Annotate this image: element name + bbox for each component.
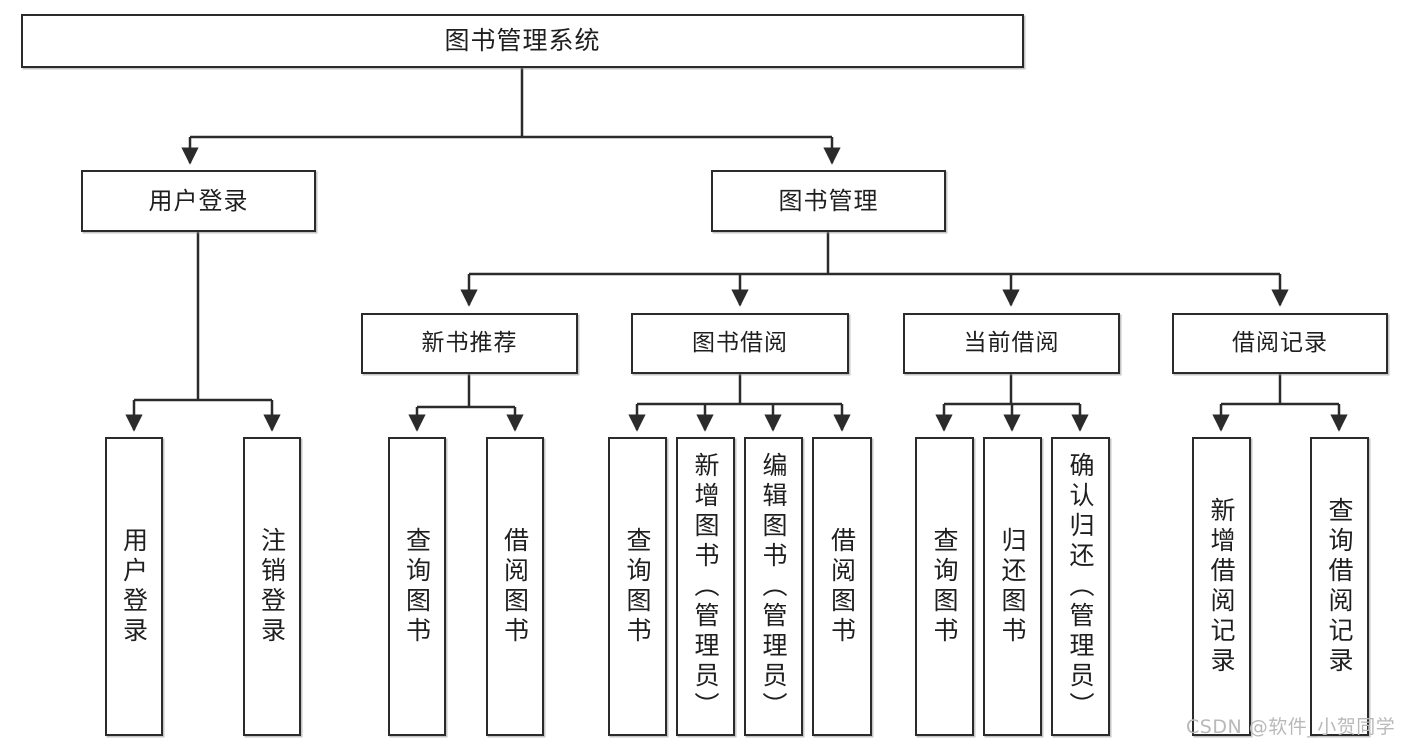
level3-node-label: 当前借阅 (963, 329, 1060, 356)
level3-node-0[interactable]: 新书推荐 (361, 313, 578, 374)
leaf-node-3[interactable]: 借阅图书 (486, 437, 544, 736)
leaf-node-7[interactable]: 借阅图书 (812, 437, 872, 736)
leaf-node-label: 注销登录 (257, 526, 287, 647)
leaf-node-label: 用户登录 (119, 526, 149, 647)
leaf-node-label: 查询图书 (623, 526, 652, 647)
level2-node-1[interactable]: 图书管理 (711, 170, 946, 232)
level3-node-1[interactable]: 图书借阅 (631, 313, 849, 374)
leaf-node-5[interactable]: 新增图书（管理员） (676, 437, 735, 736)
leaf-node-label: 新增图书（管理员） (691, 451, 720, 722)
level3-node-label: 新书推荐 (421, 329, 518, 356)
leaf-node-6[interactable]: 编辑图书（管理员） (744, 437, 803, 736)
leaf-node-2[interactable]: 查询图书 (388, 437, 446, 736)
leaf-node-12[interactable]: 查询借阅记录 (1310, 437, 1369, 736)
leaf-node-label: 归还图书 (998, 526, 1027, 647)
level2-node-label: 用户登录 (148, 186, 249, 215)
level3-node-2[interactable]: 当前借阅 (903, 313, 1120, 374)
level2-node-label: 图书管理 (778, 186, 879, 215)
leaf-node-0[interactable]: 用户登录 (105, 437, 163, 736)
leaf-node-label: 查询图书 (930, 526, 959, 647)
level3-node-label: 图书借阅 (692, 329, 788, 356)
leaf-node-9[interactable]: 归还图书 (983, 437, 1042, 736)
leaf-node-11[interactable]: 新增借阅记录 (1192, 437, 1251, 736)
root-node-label: 图书管理系统 (444, 26, 601, 55)
leaf-node-label: 查询借阅记录 (1325, 496, 1354, 677)
leaf-node-label: 编辑图书（管理员） (759, 451, 788, 722)
leaf-node-label: 借阅图书 (500, 526, 530, 647)
leaf-node-label: 确认归还（管理员） (1066, 451, 1095, 722)
leaf-node-label: 新增借阅记录 (1207, 496, 1236, 677)
leaf-node-10[interactable]: 确认归还（管理员） (1051, 437, 1110, 736)
leaf-node-label: 查询图书 (402, 526, 432, 647)
level2-node-0[interactable]: 用户登录 (81, 170, 316, 232)
csdn-watermark: CSDN @软件_小贺同学 (1186, 716, 1396, 738)
root-node[interactable]: 图书管理系统 (21, 14, 1024, 68)
leaf-node-1[interactable]: 注销登录 (243, 437, 301, 736)
level3-node-label: 借阅记录 (1232, 329, 1328, 356)
leaf-node-label: 借阅图书 (827, 526, 857, 647)
leaf-node-4[interactable]: 查询图书 (608, 437, 667, 736)
level3-node-3[interactable]: 借阅记录 (1172, 313, 1388, 374)
leaf-node-8[interactable]: 查询图书 (915, 437, 974, 736)
